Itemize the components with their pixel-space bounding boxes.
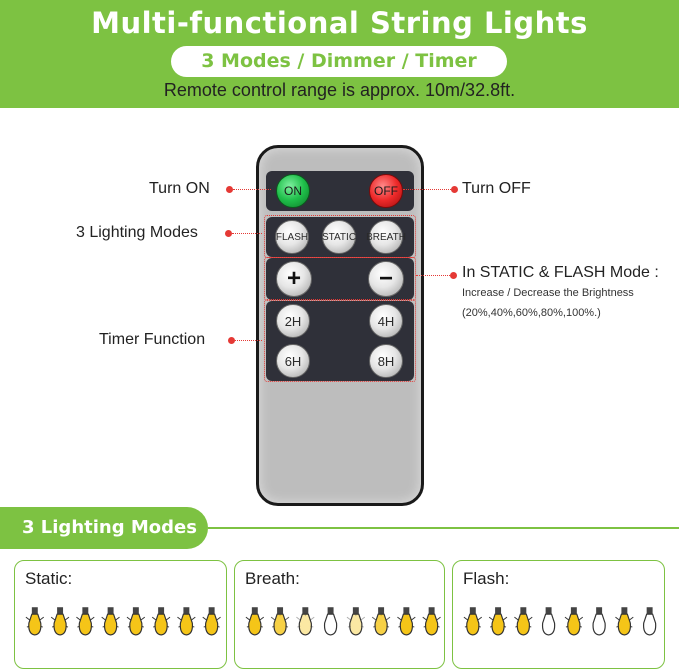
flash-bulb-6 bbox=[592, 607, 606, 636]
lighting-modes-dot bbox=[225, 230, 232, 237]
breath-bulb-4 bbox=[323, 607, 338, 636]
flash-bulb-8 bbox=[642, 607, 657, 636]
static-bulb-6 bbox=[151, 607, 171, 636]
on-button[interactable]: ON bbox=[276, 174, 310, 208]
flash-bulb-string bbox=[463, 607, 657, 636]
static-button[interactable]: STATIC bbox=[322, 220, 356, 254]
timer-function-label: Timer Function bbox=[99, 331, 206, 348]
flash-button[interactable]: FLASH bbox=[275, 220, 309, 254]
flash-bulb-7 bbox=[615, 607, 634, 636]
dimmer-desc-line2: (20%,40%,60%,80%,100%.) bbox=[462, 307, 601, 319]
breath-bulb-3 bbox=[296, 607, 315, 636]
timer-2h-button[interactable]: 2H bbox=[276, 304, 310, 338]
breath-bulb-8 bbox=[422, 607, 441, 636]
features-pill: 3 Modes / Dimmer / Timer bbox=[171, 46, 507, 77]
off-button[interactable]: OFF bbox=[369, 174, 403, 208]
turn-off-line bbox=[403, 189, 455, 190]
turn-off-label: Turn OFF bbox=[462, 180, 531, 197]
page-title: Multi-functional String Lights bbox=[91, 6, 588, 40]
timer-line bbox=[235, 340, 262, 341]
static-bulb-4 bbox=[101, 607, 120, 636]
flash-bulb-1 bbox=[463, 607, 483, 636]
dimmer-dot bbox=[450, 272, 457, 279]
breath-mode-box: Breath: bbox=[234, 560, 445, 669]
static-bulb-5 bbox=[126, 607, 146, 636]
timer-4h-button[interactable]: 4H bbox=[369, 304, 403, 338]
breath-label: Breath: bbox=[245, 569, 300, 588]
remote-control: ON OFF FLASH STATIC BREATH + − 2H 4H 6H … bbox=[256, 145, 424, 506]
turn-on-line bbox=[233, 189, 271, 190]
breath-bulb-6 bbox=[371, 607, 391, 636]
flash-mode-box: Flash: bbox=[452, 560, 665, 669]
flash-bulb-3 bbox=[514, 607, 533, 636]
timer-highlight bbox=[264, 299, 416, 382]
timer-8h-button[interactable]: 8H bbox=[369, 344, 403, 378]
static-mode-box: Static: bbox=[14, 560, 227, 669]
lighting-modes-line bbox=[232, 233, 262, 234]
breath-button[interactable]: BREATH bbox=[366, 220, 406, 254]
dimmer-line bbox=[416, 275, 452, 276]
range-subtitle: Remote control range is approx. 10m/32.8… bbox=[163, 80, 516, 100]
static-bulb-1 bbox=[25, 607, 45, 636]
breath-bulb-5 bbox=[346, 607, 366, 636]
breath-bulb-2 bbox=[270, 607, 290, 636]
breath-bulb-1 bbox=[245, 607, 265, 636]
section-divider bbox=[208, 527, 679, 529]
brightness-down-button[interactable]: − bbox=[368, 261, 404, 297]
static-bulb-2 bbox=[50, 607, 70, 636]
brightness-up-button[interactable]: + bbox=[276, 261, 312, 297]
header-banner: Multi-functional String Lights 3 Modes /… bbox=[0, 0, 679, 108]
dimmer-desc-line1: Increase / Decrease the Brightness bbox=[462, 287, 634, 299]
flash-bulb-2 bbox=[488, 607, 508, 636]
static-bulb-8 bbox=[202, 607, 221, 636]
lighting-modes-label: 3 Lighting Modes bbox=[76, 224, 198, 241]
static-label: Static: bbox=[25, 569, 73, 588]
flash-bulb-5 bbox=[564, 607, 584, 636]
flash-bulb-4 bbox=[541, 607, 556, 636]
static-bulb-string bbox=[25, 607, 221, 636]
timer-6h-button[interactable]: 6H bbox=[276, 344, 310, 378]
static-bulb-3 bbox=[76, 607, 95, 636]
static-bulb-7 bbox=[177, 607, 196, 636]
timer-dot bbox=[228, 337, 235, 344]
turn-on-label: Turn ON bbox=[149, 180, 210, 197]
modes-heading: 3 Lighting Modes bbox=[0, 507, 208, 549]
turn-off-dot bbox=[451, 186, 458, 193]
turn-on-dot bbox=[226, 186, 233, 193]
dimmer-title: In STATIC & FLASH Mode : bbox=[462, 264, 659, 281]
dimmer-highlight bbox=[264, 257, 416, 301]
breath-bulb-7 bbox=[397, 607, 416, 636]
flash-label: Flash: bbox=[463, 569, 510, 588]
breath-bulb-string bbox=[245, 607, 441, 636]
